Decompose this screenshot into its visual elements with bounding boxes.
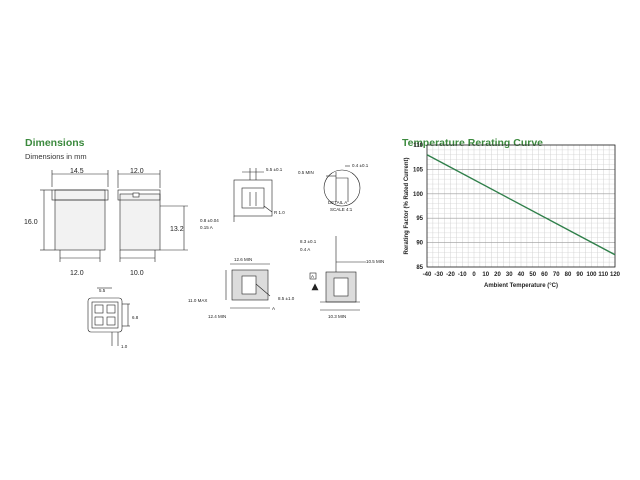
chart-title: Temperature Rerating Curve bbox=[402, 137, 544, 149]
socket-right-top-dim: 8.3 ±0.1 bbox=[300, 239, 317, 244]
y-tick-label: 100 bbox=[413, 192, 424, 198]
x-tick-label: 120 bbox=[610, 272, 621, 278]
front-view-drawing bbox=[40, 170, 109, 262]
dimensions-subtitle: Dimensions in mm bbox=[25, 152, 87, 161]
y-tick-label: 95 bbox=[416, 216, 423, 222]
detail-tolerance: 0.15 A bbox=[200, 225, 213, 230]
front-width-top: 14.5 bbox=[70, 168, 84, 175]
detail-a-scale: SCALE 4:1 bbox=[330, 207, 353, 212]
rerating-curve-line bbox=[426, 154, 616, 256]
terminal-detail-drawing bbox=[233, 168, 273, 222]
x-tick-label: 0 bbox=[472, 272, 476, 278]
front-width-bottom: 12.0 bbox=[70, 270, 84, 277]
socket-left-left-dim: 11.0 MAX bbox=[188, 298, 207, 303]
x-tick-label: 110 bbox=[598, 272, 608, 278]
x-tick-label: 80 bbox=[565, 272, 572, 278]
rerating-chart: 85 90 95 100 105 110 -40-30-20-10 0 10 20 30 40 50 6… bbox=[404, 143, 621, 289]
x-tick-label: 40 bbox=[518, 272, 525, 278]
detail-a-label: DETAIL A bbox=[328, 200, 347, 205]
dimension-drawings: 14.5 16.0 12.0 12.0 13.2 10.0 5.5 6.8 1.… bbox=[24, 163, 384, 349]
socket-left-drawing bbox=[225, 263, 271, 309]
dimensions-title: Dimensions bbox=[25, 137, 85, 149]
side-view-drawing bbox=[117, 170, 188, 262]
bottom-view-drawing bbox=[87, 287, 130, 346]
detail-left-dim: 0.8 ±0.04 bbox=[200, 218, 219, 223]
bottom-bottom-dim: 1.0 bbox=[121, 344, 128, 349]
detail-a-top-dim: 0.4 ±0.1 bbox=[352, 163, 369, 168]
bottom-top-dim: 5.5 bbox=[99, 288, 106, 293]
front-height: 16.0 bbox=[24, 219, 38, 226]
y-tick-label: 85 bbox=[416, 265, 423, 271]
x-tick-label: 60 bbox=[541, 272, 548, 278]
detail-radius: R 1.0 bbox=[274, 210, 285, 215]
y-axis-label: Rerating Factor (% Rated Current) bbox=[404, 157, 410, 254]
x-tick-label: 20 bbox=[494, 272, 501, 278]
socket-left-bottom-dim: 12.4 MIN bbox=[208, 314, 226, 319]
y-tick-label: 105 bbox=[413, 167, 424, 173]
detail-top-dim: 5.5 ±0.1 bbox=[266, 167, 283, 172]
socket-right-right-dim: 10.5 MIN bbox=[366, 259, 384, 264]
plot-frame bbox=[426, 144, 616, 268]
x-tick-label: -40 bbox=[423, 272, 432, 278]
x-tick-label: 100 bbox=[586, 272, 597, 278]
detail-a-left-dim: 0.5 MIN bbox=[298, 170, 314, 175]
x-tick-label: 90 bbox=[576, 272, 583, 278]
x-axis-label: Ambient Temperature (°C) bbox=[484, 283, 558, 289]
x-tick-label: -20 bbox=[446, 272, 455, 278]
side-width-top: 12.0 bbox=[130, 168, 144, 175]
socket-left-marker: A bbox=[272, 306, 275, 311]
detail-a-drawing bbox=[323, 165, 361, 207]
socket-left-right-dim: 8.5 ±1.0 bbox=[278, 296, 295, 301]
socket-right-bottom-dim: 10.3 MIN bbox=[328, 314, 346, 319]
y-tick-labels: 85 90 95 100 105 110 bbox=[413, 143, 424, 271]
socket-left-top-dim: 12.6 MIN bbox=[234, 257, 252, 262]
x-tick-label: -10 bbox=[458, 272, 467, 278]
x-tick-label: -30 bbox=[434, 272, 443, 278]
x-tick-label: 70 bbox=[553, 272, 560, 278]
x-tick-label: 50 bbox=[529, 272, 536, 278]
socket-right-drawing bbox=[309, 236, 366, 311]
y-tick-label: 110 bbox=[413, 143, 423, 149]
socket-right-marker: A bbox=[311, 274, 314, 279]
chart-grid bbox=[426, 144, 616, 268]
side-width-bottom: 10.0 bbox=[130, 270, 144, 277]
bottom-right-dim: 6.8 bbox=[132, 315, 139, 320]
socket-right-tolerance: 0.4 A bbox=[300, 247, 310, 252]
x-tick-label: 30 bbox=[506, 272, 513, 278]
x-tick-label: 10 bbox=[482, 272, 489, 278]
y-tick-label: 90 bbox=[416, 241, 423, 247]
side-height: 13.2 bbox=[170, 226, 184, 233]
